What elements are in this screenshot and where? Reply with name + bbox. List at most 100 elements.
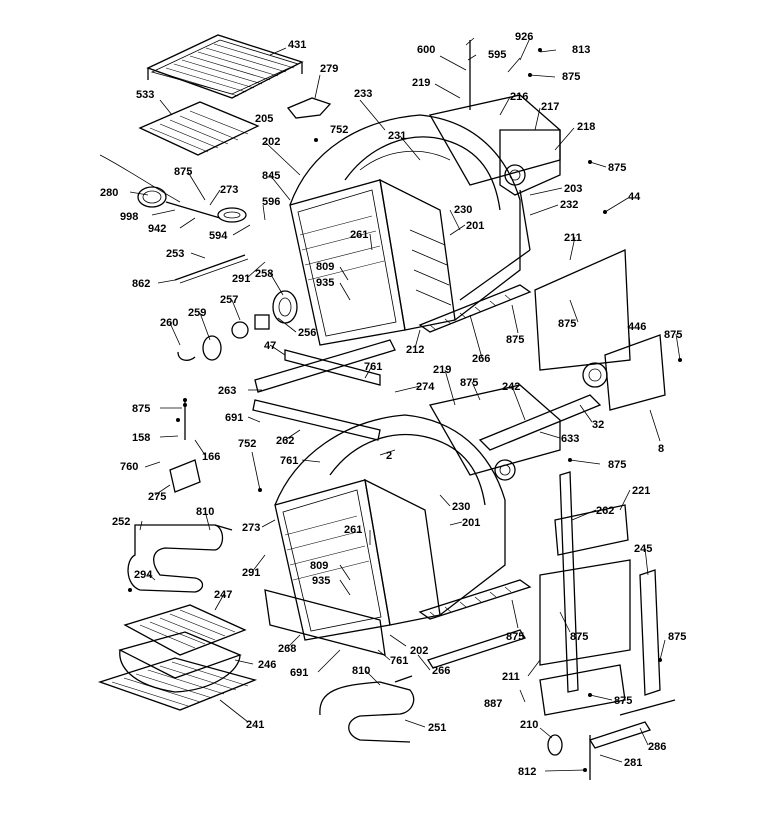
lower-oven-rack <box>97 657 258 711</box>
upper-rear-frame <box>428 37 561 301</box>
part-label: 875 <box>506 334 524 346</box>
part-label: 241 <box>246 719 264 731</box>
part-label: 221 <box>632 485 650 497</box>
part-label: 259 <box>188 307 206 319</box>
leader-lines <box>129 37 681 772</box>
part-label: 812 <box>518 766 536 778</box>
part-label: 942 <box>148 223 166 235</box>
part-label: 251 <box>428 722 446 734</box>
part-label: 273 <box>220 184 238 196</box>
upper-trim-rails <box>252 339 396 441</box>
fastener-dots <box>128 48 682 772</box>
part-label: 533 <box>136 89 154 101</box>
part-label: 291 <box>242 567 260 579</box>
broil-element <box>319 675 415 743</box>
part-label: 203 <box>564 183 582 195</box>
part-label: 286 <box>648 741 666 753</box>
part-label: 219 <box>412 77 430 89</box>
part-label: 926 <box>515 31 533 43</box>
part-label: 761 <box>280 455 298 467</box>
part-label: 279 <box>320 63 338 75</box>
part-label: 233 <box>354 88 372 100</box>
part-label: 875 <box>174 166 192 178</box>
part-label: 8 <box>658 443 664 455</box>
part-label: 761 <box>390 655 408 667</box>
part-label: 266 <box>472 353 490 365</box>
part-label: 752 <box>330 124 348 136</box>
burner-igniter <box>174 254 249 284</box>
part-label: 218 <box>577 121 595 133</box>
lower-toe-kick <box>264 589 386 656</box>
part-label: 232 <box>560 199 578 211</box>
part-number-labels: 431 279 533 205 752 233 600 926 595 813 … <box>100 31 686 778</box>
part-label: 268 <box>278 643 296 655</box>
part-label: 600 <box>417 44 435 56</box>
part-label: 809 <box>310 560 328 572</box>
part-label: 291 <box>232 273 250 285</box>
rear-panel-lower <box>539 664 626 716</box>
part-label: 275 <box>148 491 166 503</box>
upper-vent-duct <box>418 284 532 333</box>
part-label: 32 <box>592 419 604 431</box>
part-label: 262 <box>276 435 294 447</box>
part-label: 212 <box>406 344 424 356</box>
part-label: 875 <box>460 377 478 389</box>
ignition-module <box>169 398 201 493</box>
side-panel-narrow <box>639 569 661 696</box>
part-label: 813 <box>572 44 590 56</box>
part-label: 862 <box>132 278 150 290</box>
part-label: 245 <box>634 543 652 555</box>
part-label: 261 <box>350 229 368 241</box>
part-label: 810 <box>352 665 370 677</box>
bake-element <box>127 524 233 593</box>
part-label: 691 <box>290 667 308 679</box>
part-label: 594 <box>209 230 228 242</box>
lower-vent-duct <box>418 579 532 669</box>
part-label: 998 <box>120 211 138 223</box>
part-label: 216 <box>510 91 528 103</box>
part-label: 809 <box>316 261 334 273</box>
leveling-leg <box>547 734 563 756</box>
part-label: 446 <box>628 321 646 333</box>
part-label: 596 <box>262 196 280 208</box>
part-label: 205 <box>255 113 273 125</box>
part-label: 246 <box>258 659 276 671</box>
part-label: 211 <box>564 232 582 244</box>
meat-probe-cord <box>99 154 247 223</box>
part-label: 752 <box>238 438 256 450</box>
part-label: 166 <box>202 451 220 463</box>
part-label: 202 <box>410 645 428 657</box>
part-label: 44 <box>628 191 641 203</box>
part-label: 217 <box>541 101 559 113</box>
part-label: 875 <box>614 695 632 707</box>
part-label: 875 <box>506 631 524 643</box>
upper-side-panel <box>534 249 666 411</box>
part-label: 691 <box>225 412 243 424</box>
part-label: 875 <box>570 631 588 643</box>
part-label: 845 <box>262 170 280 182</box>
part-label: 935 <box>316 277 334 289</box>
part-label: 201 <box>462 517 480 529</box>
part-label: 260 <box>160 317 178 329</box>
part-label: 280 <box>100 187 118 199</box>
side-rail-vertical <box>559 471 579 693</box>
part-label: 935 <box>312 575 330 587</box>
part-label: 431 <box>288 39 306 51</box>
part-label: 47 <box>264 340 276 352</box>
part-label: 273 <box>242 522 260 534</box>
part-label: 875 <box>132 403 150 415</box>
light-lens <box>286 97 332 142</box>
part-label: 219 <box>433 364 451 376</box>
part-label: 761 <box>364 361 382 373</box>
part-label: 875 <box>558 318 576 330</box>
part-label: 875 <box>562 71 580 83</box>
part-label: 760 <box>120 461 138 473</box>
broil-pan-insert <box>123 604 247 656</box>
lower-oven-cavity <box>274 414 506 641</box>
part-label: 158 <box>132 432 150 444</box>
part-label: 810 <box>196 506 214 518</box>
part-label: 230 <box>454 204 472 216</box>
part-label: 257 <box>220 294 238 306</box>
part-label: 281 <box>624 757 642 769</box>
